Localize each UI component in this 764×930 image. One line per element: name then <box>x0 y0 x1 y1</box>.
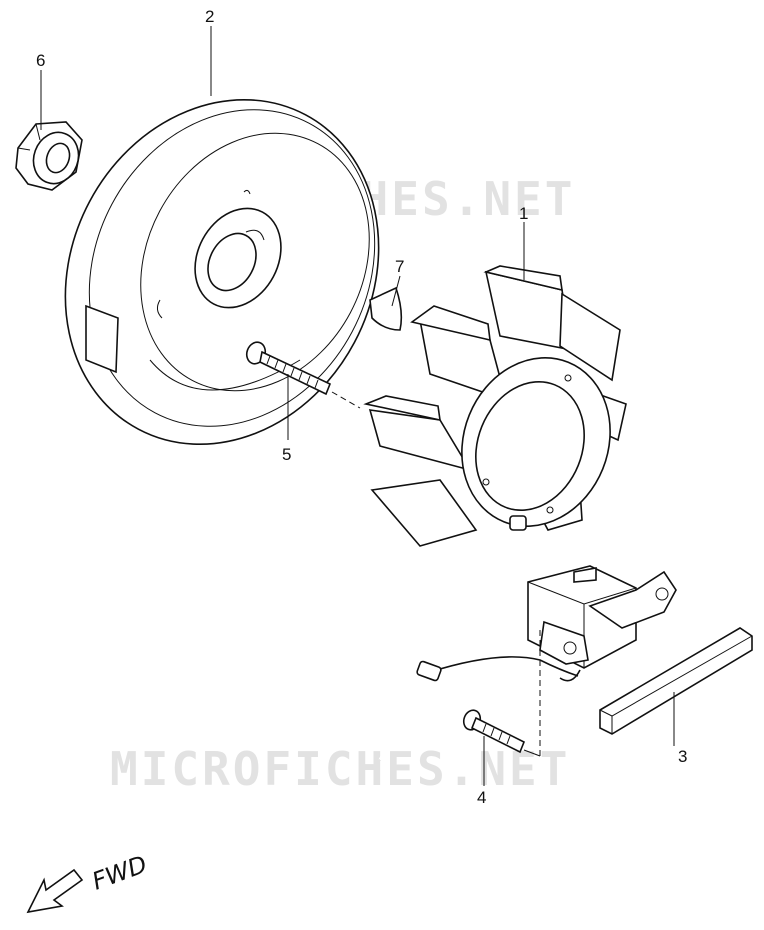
stator-screw-part <box>245 341 361 409</box>
pulser-coil-part <box>527 565 677 669</box>
callout-pulser-cover: 3 <box>678 747 687 766</box>
fwd-label: FWD <box>88 850 150 895</box>
fwd-indicator: FWD <box>26 850 151 914</box>
callout-nut: 6 <box>36 51 45 70</box>
callout-rotor: 2 <box>205 7 214 26</box>
pulser-screw-part <box>462 630 541 757</box>
stator-part <box>363 265 627 547</box>
wire-harness <box>378 515 581 761</box>
callout-pulser-screw: 4 <box>477 788 486 807</box>
watermark-bottom: MICROFICHES.NET <box>110 742 570 796</box>
key-part <box>369 286 403 331</box>
leader-lines <box>40 26 675 786</box>
callout-key: 7 <box>395 257 404 276</box>
fwd-arrow-icon <box>26 868 84 914</box>
rotor-part <box>64 98 380 446</box>
nut-part <box>15 121 83 191</box>
pulser-cover-part <box>599 627 753 735</box>
callout-stator-screw: 5 <box>282 445 291 464</box>
callout-stator: 1 <box>519 204 528 223</box>
